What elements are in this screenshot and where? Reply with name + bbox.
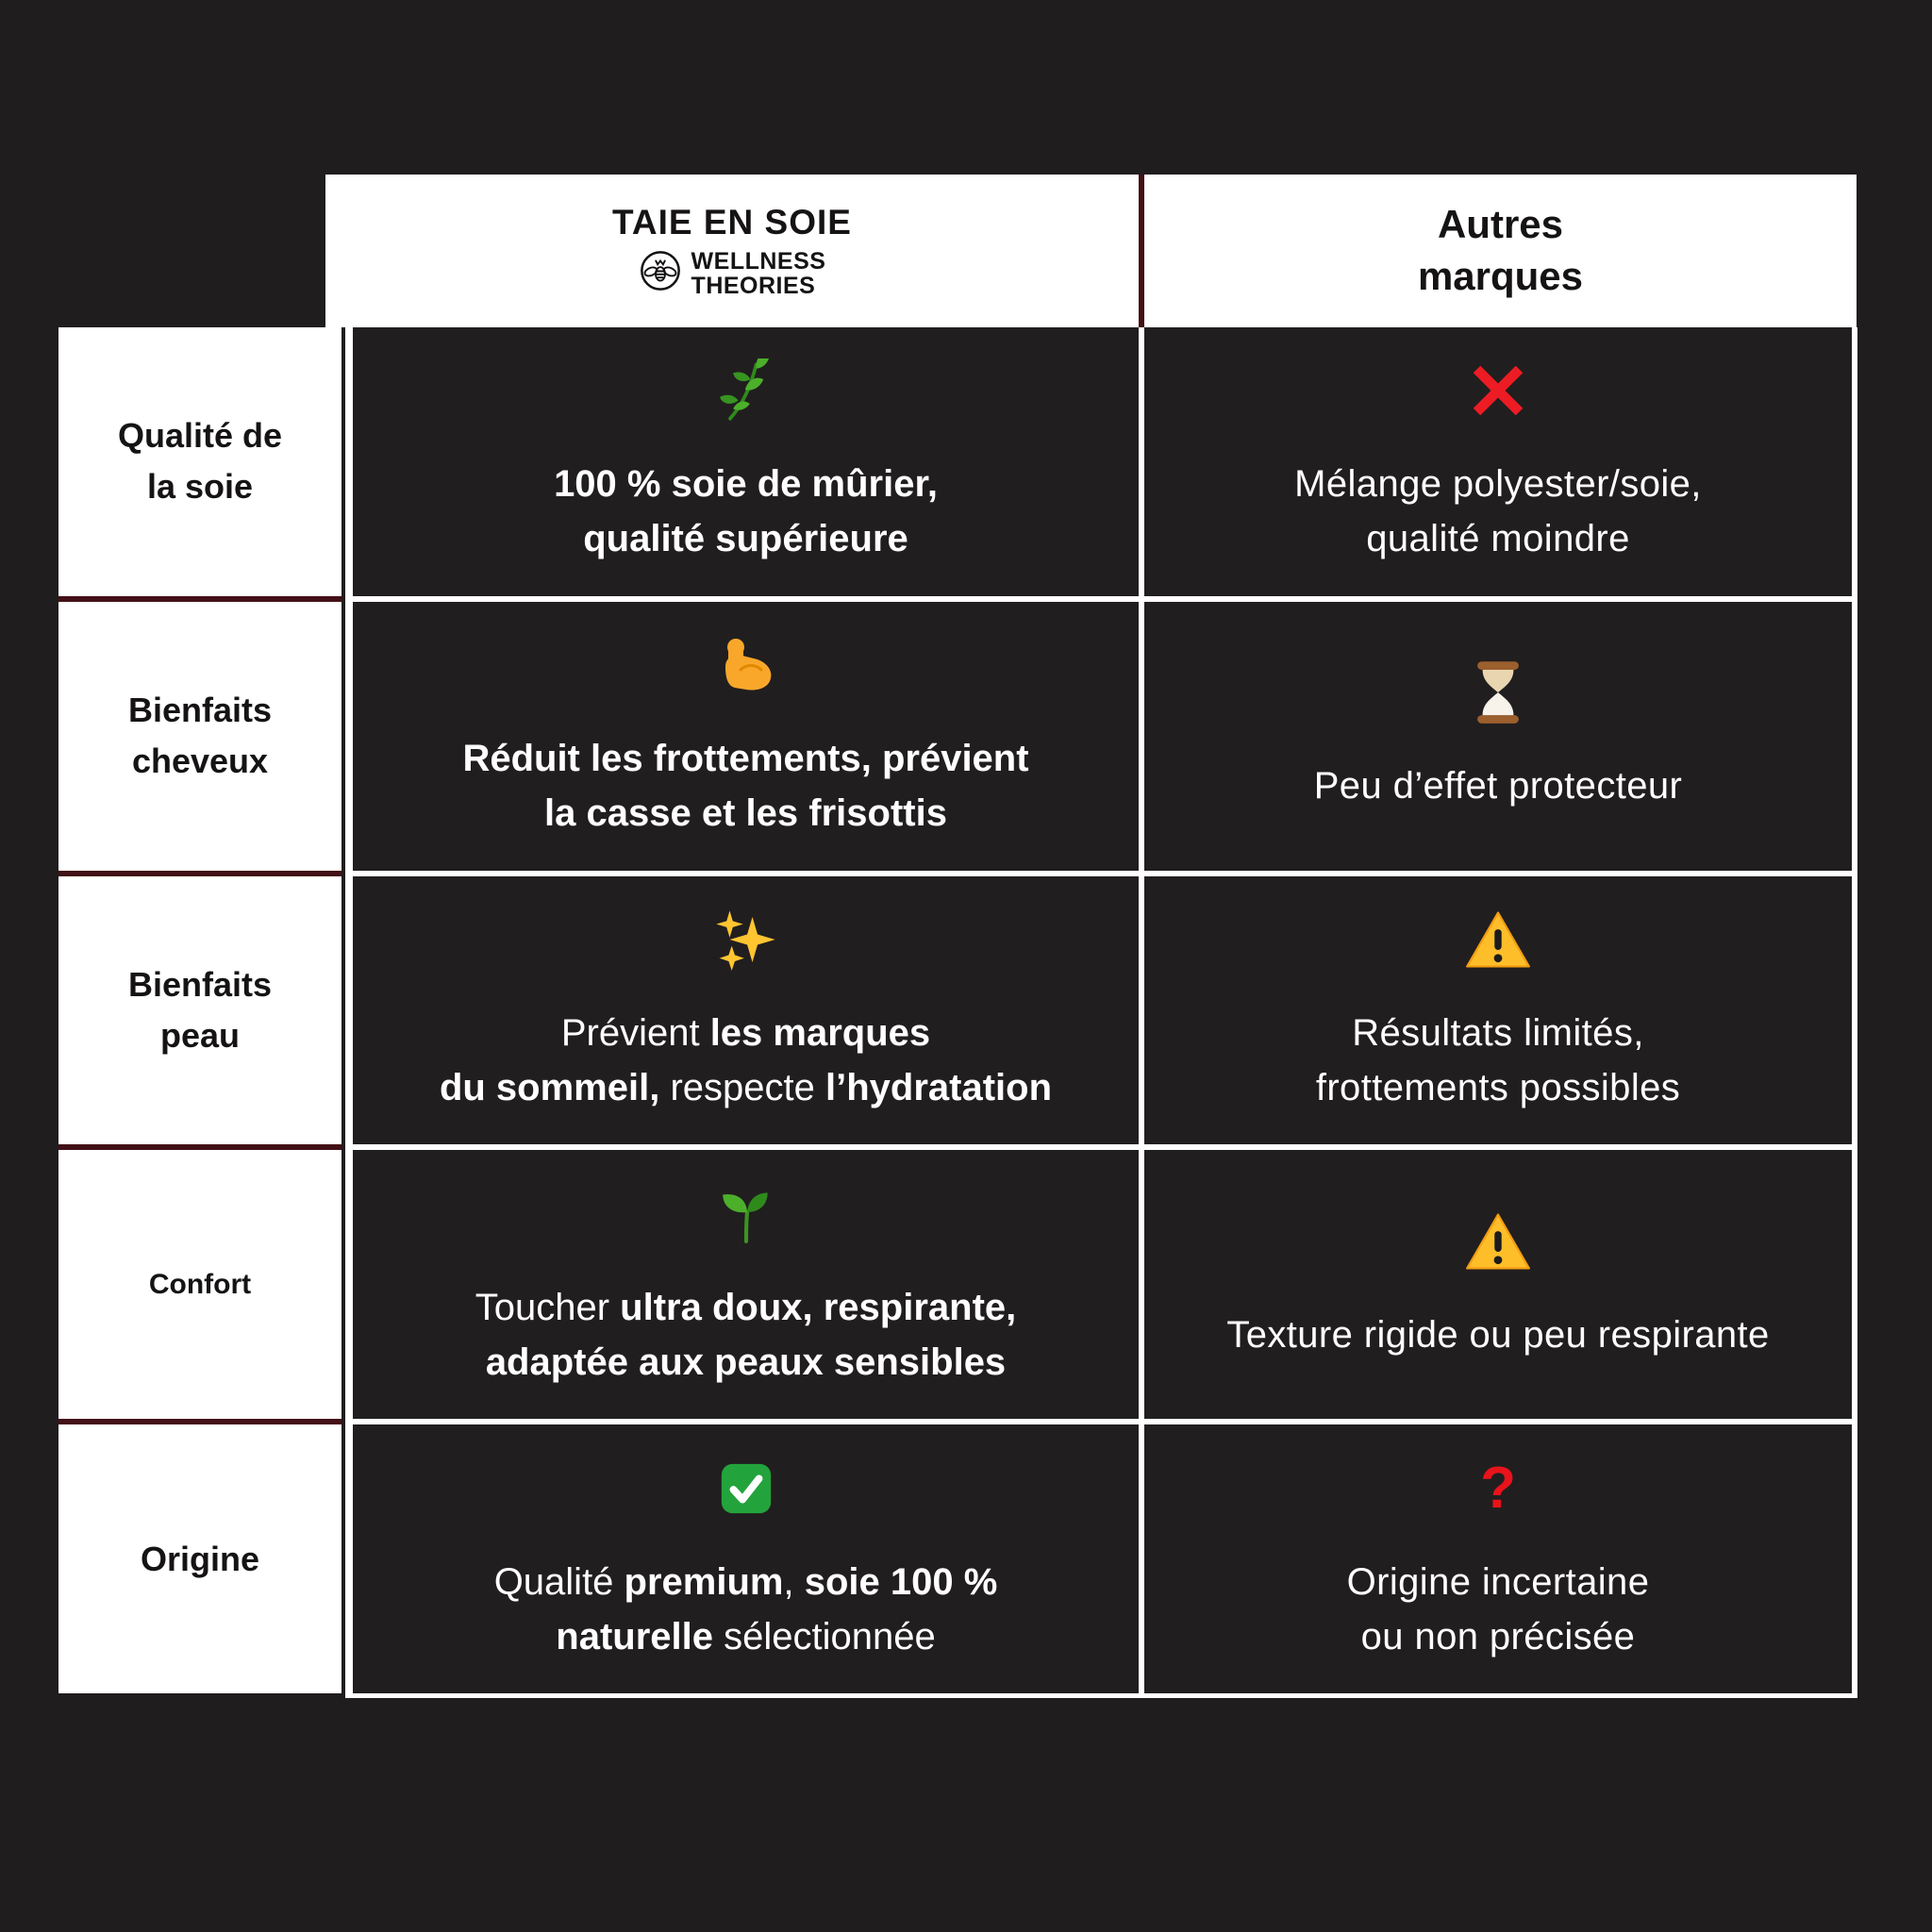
row-label: Origine xyxy=(58,1424,341,1693)
others-title: Autres marques xyxy=(1418,199,1583,302)
cell-text: Mélange polyester/soie, qualité moindre xyxy=(1294,457,1702,566)
cell-text-line: adaptée aux peaux sensibles xyxy=(485,1341,1007,1383)
cell-text-line: Mélange polyester/soie, xyxy=(1294,463,1702,506)
row-label: Bienfaits cheveux xyxy=(58,601,341,871)
cell-text-line: Résultats limités, xyxy=(1352,1011,1644,1054)
others-title-line-1: Autres xyxy=(1437,202,1564,247)
cell-text-line: du sommeil, respecte l’hydratation xyxy=(439,1066,1053,1108)
logo-line-1: WELLNESS xyxy=(691,247,826,275)
others-value-cell: Texture rigide ou peu respirante xyxy=(1144,1150,1852,1420)
cell-text-line: Origine incertaine xyxy=(1346,1560,1650,1603)
cell-text: Qualité premium, soie 100 % naturelle sél… xyxy=(494,1555,998,1664)
cross-icon xyxy=(1470,357,1526,425)
others-value-cell: Peu d’effet protecteur xyxy=(1144,601,1852,871)
brand-value-cell: Qualité premium, soie 100 % naturelle sél… xyxy=(353,1424,1139,1693)
row-label-line: Origine xyxy=(140,1539,260,1578)
row-label-line: cheveux xyxy=(131,741,269,781)
cell-text-line: frottements possibles xyxy=(1315,1066,1681,1108)
others-title-line-2: marques xyxy=(1417,254,1584,298)
brand-logo: WELLNESS THEORIES xyxy=(639,247,826,299)
others-value-cell: Mélange polyester/soie, qualité moindre xyxy=(1144,327,1852,596)
comparison-table: 100 % soie de mûrier, qualité supérieure M… xyxy=(345,327,1857,1698)
brand-value-cell: Réduit les frottements, prévient la casse… xyxy=(353,601,1139,871)
cell-text-line: Prévient les marques xyxy=(560,1011,931,1054)
row-label-line: Bienfaits xyxy=(127,964,273,1004)
row-label-line: peau xyxy=(159,1015,241,1055)
warning-icon xyxy=(1465,906,1531,974)
question-icon: ? xyxy=(1480,1455,1516,1521)
cell-text-line: Peu d’effet protecteur xyxy=(1313,765,1683,808)
others-value-cell: Résultats limités, frottements possibles xyxy=(1144,875,1852,1145)
row-label-line: Qualité de xyxy=(117,416,283,456)
bee-logo-icon xyxy=(639,249,682,297)
herb-icon xyxy=(714,357,778,425)
hourglass-icon xyxy=(1469,658,1527,726)
row-label-line: la soie xyxy=(146,467,254,507)
cell-text: Réduit les frottements, prévient la casse… xyxy=(462,731,1028,841)
header-others-cell: Autres marques xyxy=(1144,175,1857,327)
header-brand-cell: TAIE EN SOIE WELLNES xyxy=(325,175,1139,327)
sparkles-icon xyxy=(713,906,779,974)
cell-text-line: 100 % soie de mûrier, xyxy=(554,463,938,506)
cell-text-line: qualité supérieure xyxy=(583,518,908,560)
seedling-icon xyxy=(715,1180,777,1248)
cell-text: Peu d’effet protecteur xyxy=(1314,758,1683,813)
cell-text: Origine incertaine ou non précisée xyxy=(1347,1555,1650,1664)
cell-text: Résultats limités, frottements possibles xyxy=(1316,1006,1680,1115)
brand-title: TAIE EN SOIE xyxy=(612,202,852,242)
logo-line-2: THEORIES xyxy=(691,272,816,299)
biceps-icon xyxy=(716,631,776,699)
row-label-line: Bienfaits xyxy=(127,691,273,730)
others-value-cell: ? Origine incertaine ou non précisée xyxy=(1144,1424,1852,1693)
row-label-line: Confort xyxy=(148,1269,252,1301)
brand-value-cell: 100 % soie de mûrier, qualité supérieure xyxy=(353,327,1139,596)
table-header: TAIE EN SOIE WELLNES xyxy=(325,175,1857,327)
cell-text-line: naturelle sélectionnée xyxy=(556,1615,936,1657)
cell-text: Texture rigide ou peu respirante xyxy=(1226,1307,1769,1362)
cell-text-line: ou non précisée xyxy=(1360,1615,1636,1657)
cell-text-line: la casse et les frisottis xyxy=(544,792,947,835)
cell-text: Toucher ultra doux, respirante, adaptée a… xyxy=(475,1280,1017,1390)
cell-text: Prévient les marques du sommeil, respecte… xyxy=(440,1006,1052,1115)
brand-value-cell: Prévient les marques du sommeil, respecte… xyxy=(353,875,1139,1145)
check-icon xyxy=(717,1455,775,1523)
row-label: Bienfaits peau xyxy=(58,875,341,1145)
brand-logo-text: WELLNESS THEORIES xyxy=(691,247,826,299)
cell-text-line: Qualité premium, soie 100 % xyxy=(493,1560,998,1603)
row-label: Qualité de la soie xyxy=(58,327,341,596)
row-label: Confort xyxy=(58,1150,341,1420)
warning-icon xyxy=(1465,1208,1531,1275)
brand-value-cell: Toucher ultra doux, respirante, adaptée a… xyxy=(353,1150,1139,1420)
cell-text-line: Toucher ultra doux, respirante, xyxy=(475,1286,1017,1328)
cell-text-line: qualité moindre xyxy=(1366,518,1630,560)
cell-text-line: Texture rigide ou peu respirante xyxy=(1226,1313,1770,1356)
cell-text-line: Réduit les frottements, prévient xyxy=(462,738,1029,780)
cell-text: 100 % soie de mûrier, qualité supérieure xyxy=(554,457,938,566)
